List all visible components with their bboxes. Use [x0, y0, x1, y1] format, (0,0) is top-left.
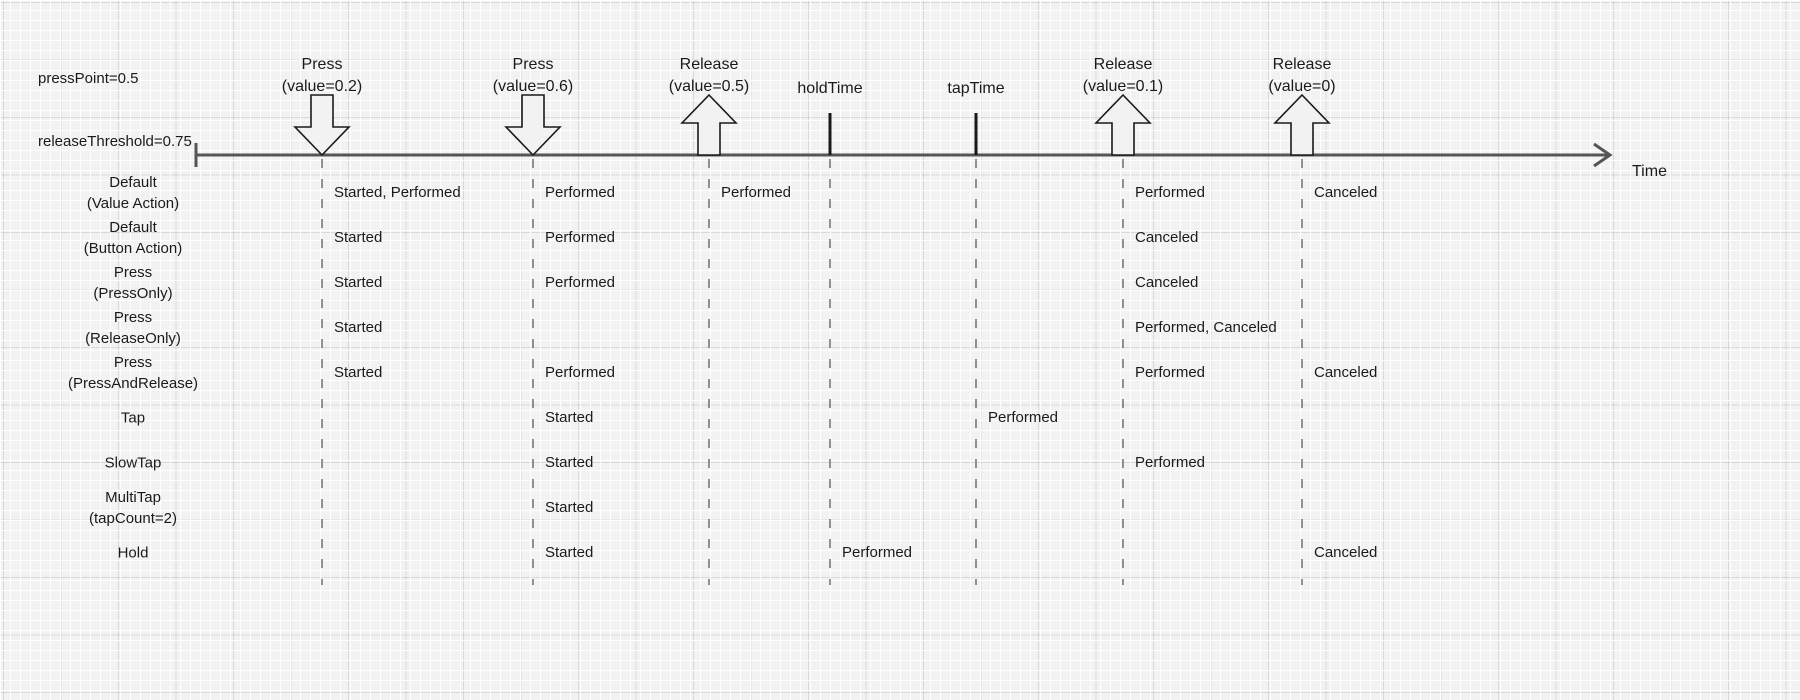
event-label-line1: Release [679, 56, 739, 73]
cell-default-value-action-press-06: Performed [545, 184, 616, 201]
event-label-line2: (value=0.1) [1082, 78, 1164, 95]
cell-default-value-action-release-05: Performed [721, 184, 792, 201]
row-label-multitap: MultiTap (tapCount=2) [89, 487, 177, 529]
event-label-line2: (value=0.2) [281, 78, 363, 95]
cell-press-pressandrelease-release-01: Performed [1135, 364, 1206, 381]
row-label-press-pressandrelease: Press (PressAndRelease) [68, 352, 198, 394]
cell-default-button-action-press-06: Performed [545, 229, 616, 246]
row-label-default-button-action: Default (Button Action) [84, 217, 182, 259]
row-label-line1: Default [109, 174, 157, 191]
event-arrow-down-press-02 [293, 94, 351, 157]
cell-tap-tap-time: Performed [988, 409, 1059, 426]
cell-press-pressonly-release-01: Canceled [1135, 274, 1199, 291]
row-label-press-releaseonly: Press (ReleaseOnly) [85, 307, 181, 349]
row-label-line2: (Button Action) [83, 240, 183, 257]
cell-press-releaseonly-press-02: Started [334, 319, 383, 336]
event-arrow-up-release-01 [1094, 93, 1152, 156]
event-label-release-01: Release (value=0.1) [1083, 54, 1164, 98]
event-label-press-06: Press (value=0.6) [493, 54, 574, 98]
event-label-release-0: Release (value=0) [1268, 54, 1335, 98]
cell-hold-press-06: Started [545, 544, 594, 561]
row-label-line1: Press [113, 354, 153, 371]
row-label-line2: (PressOnly) [93, 285, 173, 302]
event-label-line2: (value=0.6) [492, 78, 574, 95]
event-label-line1: holdTime [797, 80, 863, 97]
event-label-line1: Release [1272, 56, 1332, 73]
event-label-line2: (value=0) [1268, 78, 1336, 95]
event-label-line1: tapTime [947, 80, 1005, 97]
event-label-line2: (value=0.5) [668, 78, 750, 95]
event-label-press-02: Press (value=0.2) [282, 54, 363, 98]
row-label-line2: (PressAndRelease) [67, 375, 199, 392]
row-label-slowtap: SlowTap [105, 453, 162, 474]
note-line-releasethreshold: releaseThreshold=0.75 [38, 133, 192, 150]
row-label-line1: Press [113, 264, 153, 281]
note-line-presspoint: pressPoint=0.5 [38, 70, 139, 87]
row-label-tap: Tap [121, 408, 145, 429]
cell-hold-hold-time: Performed [842, 544, 913, 561]
event-arrow-down-press-06 [504, 94, 562, 157]
cell-default-button-action-press-02: Started [334, 229, 383, 246]
row-label-line1: Hold [117, 544, 149, 562]
parameters-note: pressPoint=0.5 releaseThreshold=0.75 [38, 26, 192, 194]
event-label-line1: Press [512, 56, 554, 73]
cell-default-button-action-release-01: Canceled [1135, 229, 1199, 246]
cell-press-pressandrelease-press-02: Started [334, 364, 383, 381]
row-label-hold: Hold [118, 543, 149, 564]
row-label-line1: SlowTap [104, 454, 162, 472]
event-label-line1: Press [301, 56, 343, 73]
event-label-hold-time: holdTime [797, 78, 862, 100]
time-axis-arrowhead [1593, 142, 1613, 168]
row-label-default-value-action: Default (Value Action) [87, 172, 179, 214]
cell-default-value-action-release-0: Canceled [1314, 184, 1378, 201]
cell-default-value-action-press-02: Started, Performed [334, 184, 461, 201]
cell-tap-press-06: Started [545, 409, 594, 426]
row-label-press-pressonly: Press (PressOnly) [93, 262, 172, 304]
cell-slowtap-release-01: Performed [1135, 454, 1206, 471]
cell-press-releaseonly-release-01: Performed, Canceled [1135, 319, 1277, 336]
event-label-line1: Release [1093, 56, 1153, 73]
cell-hold-release-0: Canceled [1314, 544, 1378, 561]
cell-press-pressandrelease-release-0: Canceled [1314, 364, 1378, 381]
cell-press-pressandrelease-press-06: Performed [545, 364, 616, 381]
event-label-tap-time: tapTime [947, 78, 1004, 100]
row-label-line1: Tap [120, 409, 146, 427]
event-arrow-up-release-05 [680, 93, 738, 156]
event-arrow-up-release-0 [1273, 93, 1331, 156]
axis-time-label: Time [1632, 163, 1667, 180]
cell-default-value-action-release-01: Performed [1135, 184, 1206, 201]
cell-press-pressonly-press-02: Started [334, 274, 383, 291]
cell-slowtap-press-06: Started [545, 454, 594, 471]
cell-multitap-press-06: Started [545, 499, 594, 516]
row-label-line2: (Value Action) [86, 195, 180, 212]
row-label-line2: (tapCount=2) [89, 510, 177, 527]
row-label-line1: MultiTap [105, 489, 161, 506]
cell-press-pressonly-press-06: Performed [545, 274, 616, 291]
row-label-line2: (ReleaseOnly) [85, 330, 181, 347]
event-label-release-05: Release (value=0.5) [669, 54, 750, 98]
row-label-line1: Press [113, 309, 153, 326]
row-label-line1: Default [109, 219, 157, 236]
